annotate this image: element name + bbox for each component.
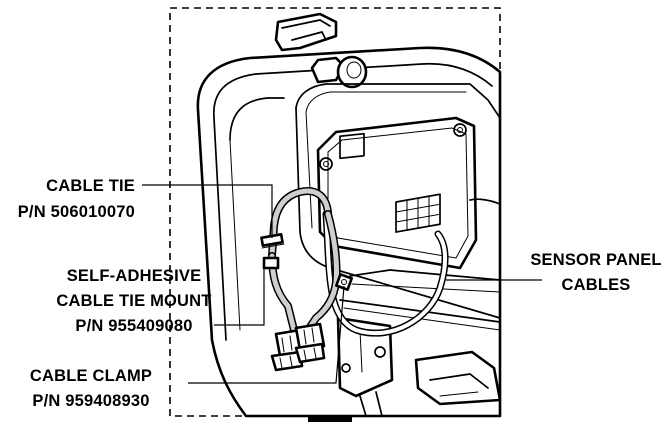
leader-mount <box>214 264 265 326</box>
cable-tie-part-number: P/N 506010070 <box>18 203 135 221</box>
leader-clamp <box>188 285 345 384</box>
mount-label-line1: SELF-ADHESIVE <box>67 267 202 285</box>
mount-label-line2: CABLE TIE MOUNT <box>56 292 211 310</box>
leader-cable-tie <box>142 184 273 238</box>
frame-bottom-tab <box>308 416 352 422</box>
mount-part-number: P/N 955409080 <box>75 317 192 335</box>
sensor-label-line1: SENSOR PANEL <box>530 251 661 269</box>
callout-mount: SELF-ADHESIVE CABLE TIE MOUNT P/N 955409… <box>56 267 211 335</box>
callout-clamp: CABLE CLAMP P/N 959408930 <box>30 367 152 410</box>
machine-drawing <box>196 12 502 418</box>
clamp-label: CABLE CLAMP <box>30 367 152 385</box>
cable-tie-label: CABLE TIE <box>46 177 135 195</box>
sensor-label-line2: CABLES <box>561 276 630 294</box>
callout-cable-tie: CABLE TIE P/N 506010070 <box>18 177 135 221</box>
clamp-part-number: P/N 959408930 <box>32 392 149 410</box>
callout-sensor: SENSOR PANEL CABLES <box>530 251 661 294</box>
